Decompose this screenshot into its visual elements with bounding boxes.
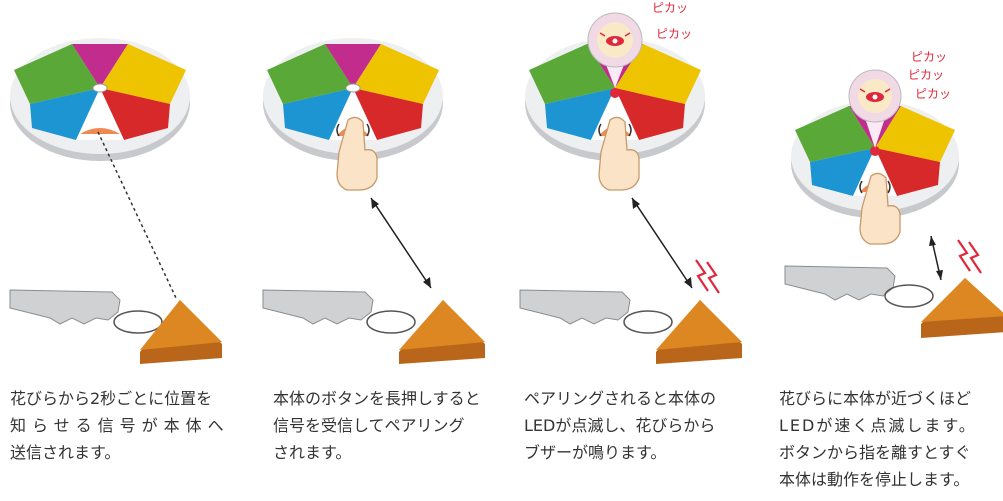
step-1-illustration xyxy=(9,38,222,364)
sound-text: ピカッ xyxy=(908,68,944,82)
flower-device xyxy=(791,101,959,218)
caption-line: 知らせる信号が本体へ xyxy=(10,416,230,435)
step-1-caption: 花びらから2秒ごとに位置を 知らせる信号が本体へ 送信されます。 xyxy=(10,385,230,466)
key-fob xyxy=(140,300,222,350)
caption-line: LEDが点滅し、花びらから xyxy=(524,416,716,435)
key-with-fob xyxy=(519,289,742,364)
buzzer-icon xyxy=(957,239,982,274)
caption-line: 本体のボタンを長押しすると xyxy=(273,389,481,408)
petal-white xyxy=(76,88,124,140)
caption-line: ブザーが鳴ります。 xyxy=(524,443,667,462)
center-led xyxy=(92,83,108,93)
caption-line: ペアリングされると本体の xyxy=(524,389,717,408)
step-1-panel: 花びらから2秒ごとに位置を 知らせる信号が本体へ 送信されます。 xyxy=(0,0,250,501)
key-with-fob xyxy=(784,265,1003,338)
petal-green xyxy=(14,44,100,104)
step-4-caption: 花びらに本体が近づくほど LEDが速く点滅します。 ボタンから指を離すとすぐ 本… xyxy=(779,385,977,493)
step-4-panel: ピカッ ピカッ ピカッ 花びらに本体が近づくほど LEDが速く点滅します。 ボタ… xyxy=(775,0,1003,501)
step-2-caption: 本体のボタンを長押しすると 信号を受信してペアリング されます。 xyxy=(273,385,481,466)
led-zoom-bubble xyxy=(587,12,643,88)
key-with-fob xyxy=(9,289,222,364)
flower-device xyxy=(10,38,190,161)
caption-line: LEDが速く点滅します。 xyxy=(779,416,977,435)
pairing-arrow xyxy=(631,197,693,289)
caption-line: 信号を受信してペアリング xyxy=(273,416,465,435)
key-icon xyxy=(9,289,121,325)
step-3-panel: ピカッ ピカッ ペアリングされると本体の LEDが点滅し、花びらから ブザーが鳴… xyxy=(510,0,760,501)
caption-line: されます。 xyxy=(273,443,352,462)
step-3-caption: ペアリングされると本体の LEDが点滅し、花びらから ブザーが鳴ります。 xyxy=(524,385,716,466)
pairing-arrow xyxy=(370,197,432,289)
led-zoom-bubble xyxy=(848,69,902,148)
petal-blue xyxy=(30,88,100,140)
center-led-blinking xyxy=(610,88,620,98)
step-2-panel: 本体のボタンを長押しすると 信号を受信してペアリング されます。 xyxy=(253,0,503,501)
sound-text: ピカッ xyxy=(915,87,951,101)
petal-red xyxy=(100,88,170,140)
step-4-illustration: ピカッ ピカッ ピカッ xyxy=(784,50,1003,338)
finger-icon xyxy=(859,172,901,245)
finger-icon xyxy=(598,116,640,191)
sound-text: ピカッ xyxy=(656,27,692,41)
sound-text: ピカッ xyxy=(911,50,947,64)
device-button xyxy=(80,128,120,134)
caption-line: 本体は動作を停止します。 xyxy=(779,470,970,489)
key-with-fob xyxy=(262,289,485,364)
finger-icon xyxy=(336,116,378,191)
flower-device xyxy=(263,38,443,161)
petal-yellow xyxy=(100,44,186,104)
caption-line: 花びらに本体が近づくほど xyxy=(779,389,972,408)
caption-line: ボタンから指を離すとすぐ xyxy=(779,443,971,462)
step-3-illustration: ピカッ ピカッ xyxy=(519,1,742,364)
petal-magenta xyxy=(72,44,128,88)
sound-text: ピカッ xyxy=(652,1,688,15)
buzzer-icon xyxy=(695,259,720,294)
caption-line: 花びらから2秒ごとに位置を xyxy=(10,389,213,408)
signal-line xyxy=(97,131,177,299)
step-2-illustration xyxy=(262,38,485,364)
caption-line: 送信されます。 xyxy=(10,443,121,462)
